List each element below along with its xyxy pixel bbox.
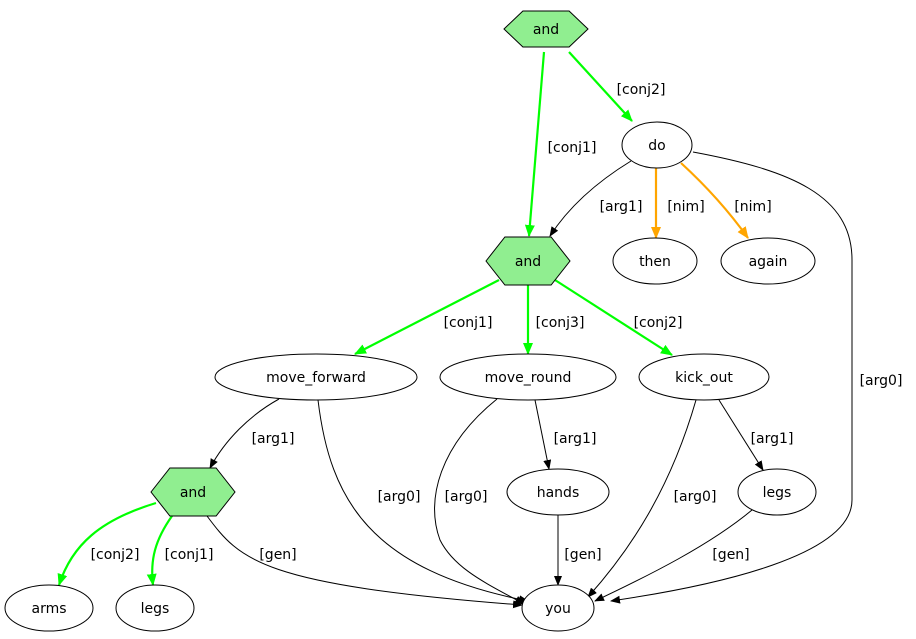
node-label: move_forward: [266, 370, 366, 386]
edge-do-to-and_mid: [549, 160, 632, 237]
edge-label-and_top-to-do: [conj2]: [617, 82, 666, 98]
node-move-round: move_round: [439, 353, 617, 401]
edge-label-do-to-again: [nim]: [734, 199, 771, 215]
node-you: you: [521, 584, 595, 632]
edge-label-legs_r-to-you: [gen]: [712, 547, 749, 563]
ellipse-shape: [506, 468, 610, 516]
node-label: hands: [537, 485, 580, 501]
node-legs-r: legs: [737, 468, 817, 516]
edge-label-move_forward-to-and_low: [arg1]: [252, 431, 295, 447]
edge-label-move_round-to-you: [arg0]: [445, 489, 488, 505]
ellipse-shape: [612, 237, 698, 285]
node-legs-l: legs: [115, 584, 195, 632]
edge-kick_out-to-you: [587, 399, 697, 598]
edge-label-do-to-you: [arg0]: [860, 373, 903, 389]
edge-and_mid-to-move_forward: [354, 279, 500, 355]
edge-and_low-to-legs_l: [146, 515, 173, 586]
edge-and_low-to-you: [206, 515, 523, 609]
edge-label-and_top-to-and_mid: [conj1]: [548, 140, 597, 156]
edge-move_round-to-you: [434, 398, 525, 605]
node-label: legs: [763, 485, 792, 501]
edge-and_top-to-do: [568, 51, 633, 122]
node-label: kick_out: [675, 370, 733, 386]
node-kick-out: kick_out: [638, 353, 770, 401]
edge-do-to-you: [610, 151, 853, 604]
edge-and_mid-to-kick_out: [554, 279, 673, 356]
node-then: then: [612, 237, 698, 285]
ellipse-shape: [621, 121, 693, 169]
ellipse-shape: [638, 353, 770, 401]
node-label: again: [749, 254, 788, 270]
ellipse-shape: [720, 237, 816, 285]
node-label: and: [533, 22, 559, 38]
node-and-mid: and: [485, 236, 571, 286]
edge-and_top-to-and_mid: [524, 51, 546, 237]
node-label: and: [180, 485, 206, 501]
edge-label-kick_out-to-you: [arg0]: [674, 489, 717, 505]
edge-label-do-to-then: [nim]: [667, 199, 704, 215]
edge-move_forward-to-you: [317, 399, 529, 604]
edge-move_forward-to-and_low: [209, 398, 280, 469]
node-arms: arms: [4, 584, 94, 632]
edge-label-kick_out-to-legs_r: [arg1]: [751, 431, 794, 447]
node-label: do: [648, 138, 665, 154]
ellipse-shape: [737, 468, 817, 516]
edge-label-do-to-and_mid: [arg1]: [600, 199, 643, 215]
edge-label-and_mid-to-move_round: [conj3]: [536, 315, 585, 331]
edge-and_low-to-arms: [57, 501, 157, 586]
hexagon-shape: [503, 10, 589, 48]
edge-move_round-to-hands: [534, 399, 552, 470]
edge-legs_r-to-you: [594, 509, 753, 602]
edge-label-and_low-to-you: [gen]: [259, 547, 296, 563]
edge-label-and_mid-to-move_forward: [conj1]: [444, 315, 493, 331]
ellipse-shape: [4, 584, 94, 632]
ellipse-shape: [439, 353, 617, 401]
node-do: do: [621, 121, 693, 169]
node-label: arms: [31, 601, 66, 617]
node-and-low: and: [150, 467, 236, 517]
node-label: you: [545, 601, 571, 617]
hexagon-shape: [150, 467, 236, 517]
node-label: and: [515, 254, 541, 270]
edge-kick_out-to-legs_r: [718, 399, 764, 471]
edge-label-and_mid-to-kick_out: [conj2]: [634, 315, 683, 331]
node-hands: hands: [506, 468, 610, 516]
ellipse-shape: [115, 584, 195, 632]
edge-label-and_low-to-arms: [conj2]: [91, 547, 140, 563]
edge-label-move_round-to-hands: [arg1]: [554, 431, 597, 447]
node-label: move_round: [485, 370, 572, 386]
hexagon-shape: [485, 236, 571, 286]
node-again: again: [720, 237, 816, 285]
node-move-forward: move_forward: [214, 353, 418, 401]
node-label: legs: [141, 601, 170, 617]
edge-label-hands-to-you: [gen]: [564, 547, 601, 563]
ellipse-shape: [521, 584, 595, 632]
ellipse-shape: [214, 353, 418, 401]
edge-label-move_forward-to-you: [arg0]: [378, 489, 421, 505]
edge-label-and_low-to-legs_l: [conj1]: [165, 547, 214, 563]
node-label: then: [639, 254, 671, 270]
node-and-top: and: [503, 10, 589, 48]
edge-do-to-again: [680, 162, 749, 239]
